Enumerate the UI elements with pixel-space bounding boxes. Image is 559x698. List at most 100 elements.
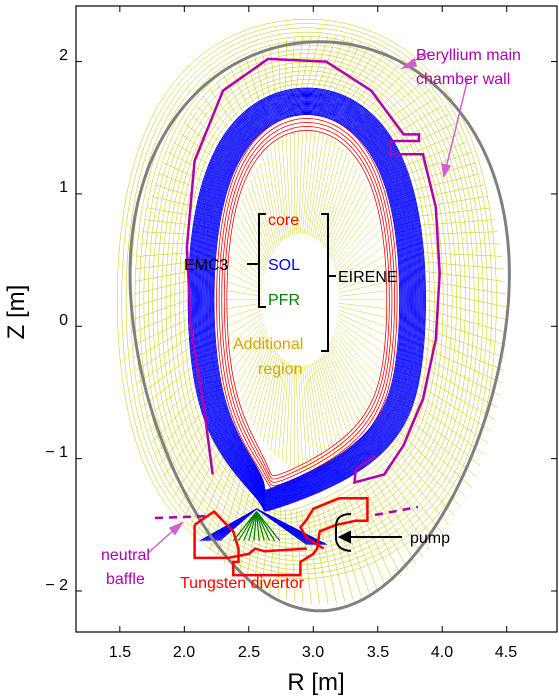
grid-spoke [384,459,443,535]
grid-spoke [290,364,293,466]
y-tick-label: 2 [59,47,68,64]
sol-surface [199,99,415,503]
grid-spoke [415,382,492,432]
grid-spoke [159,173,206,192]
core-label: core [268,212,299,229]
grid-spoke [247,344,272,414]
grid-spoke [324,351,358,432]
grid-spoke [343,501,378,591]
grid-spoke [343,48,378,99]
y-tick-label: 1 [59,179,68,196]
grid-spoke [239,207,269,264]
grid-spoke [134,328,190,359]
grid-spoke [336,323,382,361]
emc3-bracket [247,213,266,308]
grid-spoke [226,290,262,297]
grid-spoke [358,490,402,577]
sol-surface [206,106,408,497]
grid-spoke [269,45,276,96]
grid-spoke [154,184,203,200]
grid-spoke [322,509,346,602]
grid-spoke [227,306,262,318]
grid-spoke [326,348,361,426]
grid-ring [183,83,431,516]
y-tick-label: − 1 [45,444,68,461]
grid-spoke [371,476,423,558]
grid-spoke [419,231,498,235]
grid-spoke [362,486,409,571]
grid-spoke [338,303,387,309]
sol-surface [201,101,413,501]
grid-spoke [173,142,215,168]
tick-marks [76,6,557,632]
grid-ring [143,44,471,552]
grid-spoke [331,338,372,400]
grid-spoke [304,131,316,235]
grid-spoke [300,365,308,470]
grid-spoke [328,186,367,256]
grid-spoke [421,355,501,396]
grid-spoke [259,162,278,247]
grid-spoke [338,45,370,96]
grid-spoke [229,255,264,283]
grid-spoke [253,348,275,426]
grid-spoke [315,145,340,240]
grid-spoke [306,511,320,605]
emc3-label: EMC3 [184,257,229,274]
tungsten-divertor-label: Tungsten divertor [180,575,305,592]
grid-spoke [277,361,287,458]
grid-spoke [202,97,234,135]
grid-spoke [295,510,304,604]
grid-spoke [392,122,455,154]
grid-spoke [322,353,355,437]
grid-spoke [241,200,270,261]
grid-ring [152,53,462,544]
sol-leg [219,508,257,541]
grid-spoke [424,327,506,359]
pfr-ray [253,511,258,541]
grid-spoke [281,138,289,237]
pfr-label: PFR [268,292,300,309]
grid-spoke [332,506,362,598]
grid-spoke [239,335,269,393]
pfr-ray [256,511,281,542]
beryllium-label-line2: chamber wall [416,71,510,88]
grid-spoke [235,222,267,270]
y-tick-labels: 2 1 0 − 1 − 2 [45,47,68,594]
grid-spoke [334,222,379,270]
core-surface [221,122,393,483]
sol-surface [210,110,404,493]
x-tick-label: 1.5 [109,644,131,661]
x-tick-label: 2.5 [238,644,260,661]
grid-spoke [317,358,344,451]
grid-spoke [261,49,271,99]
grid-spoke [338,290,387,297]
grid-spoke [244,341,271,407]
grid-spoke [295,36,304,89]
grid-spoke [328,343,367,414]
grid-spoke [302,365,312,469]
grid-spoke [178,132,218,161]
grid-spoke [337,320,383,353]
grid-spoke [263,355,280,442]
sol-surface [208,108,406,495]
grid-spoke [233,230,266,274]
grid-spoke [337,255,385,283]
grid-spoke [228,264,263,287]
grid-spoke [419,365,498,408]
sol-surface [205,105,409,498]
grid-spoke [424,318,507,346]
grid-spoke [228,313,263,336]
beryllium-arrows [400,51,469,179]
outer-wall-outline [128,40,511,613]
sol-surface [187,87,426,512]
grid-spoke [296,131,299,235]
pfr-ray [255,511,260,541]
grid-spoke [302,130,312,234]
grid-spoke [227,281,262,294]
core-surface [223,125,390,480]
y-tick-label: − 2 [45,577,68,594]
grid-spoke [392,445,456,517]
grid-spoke [362,68,409,114]
grid-spoke [223,75,247,119]
